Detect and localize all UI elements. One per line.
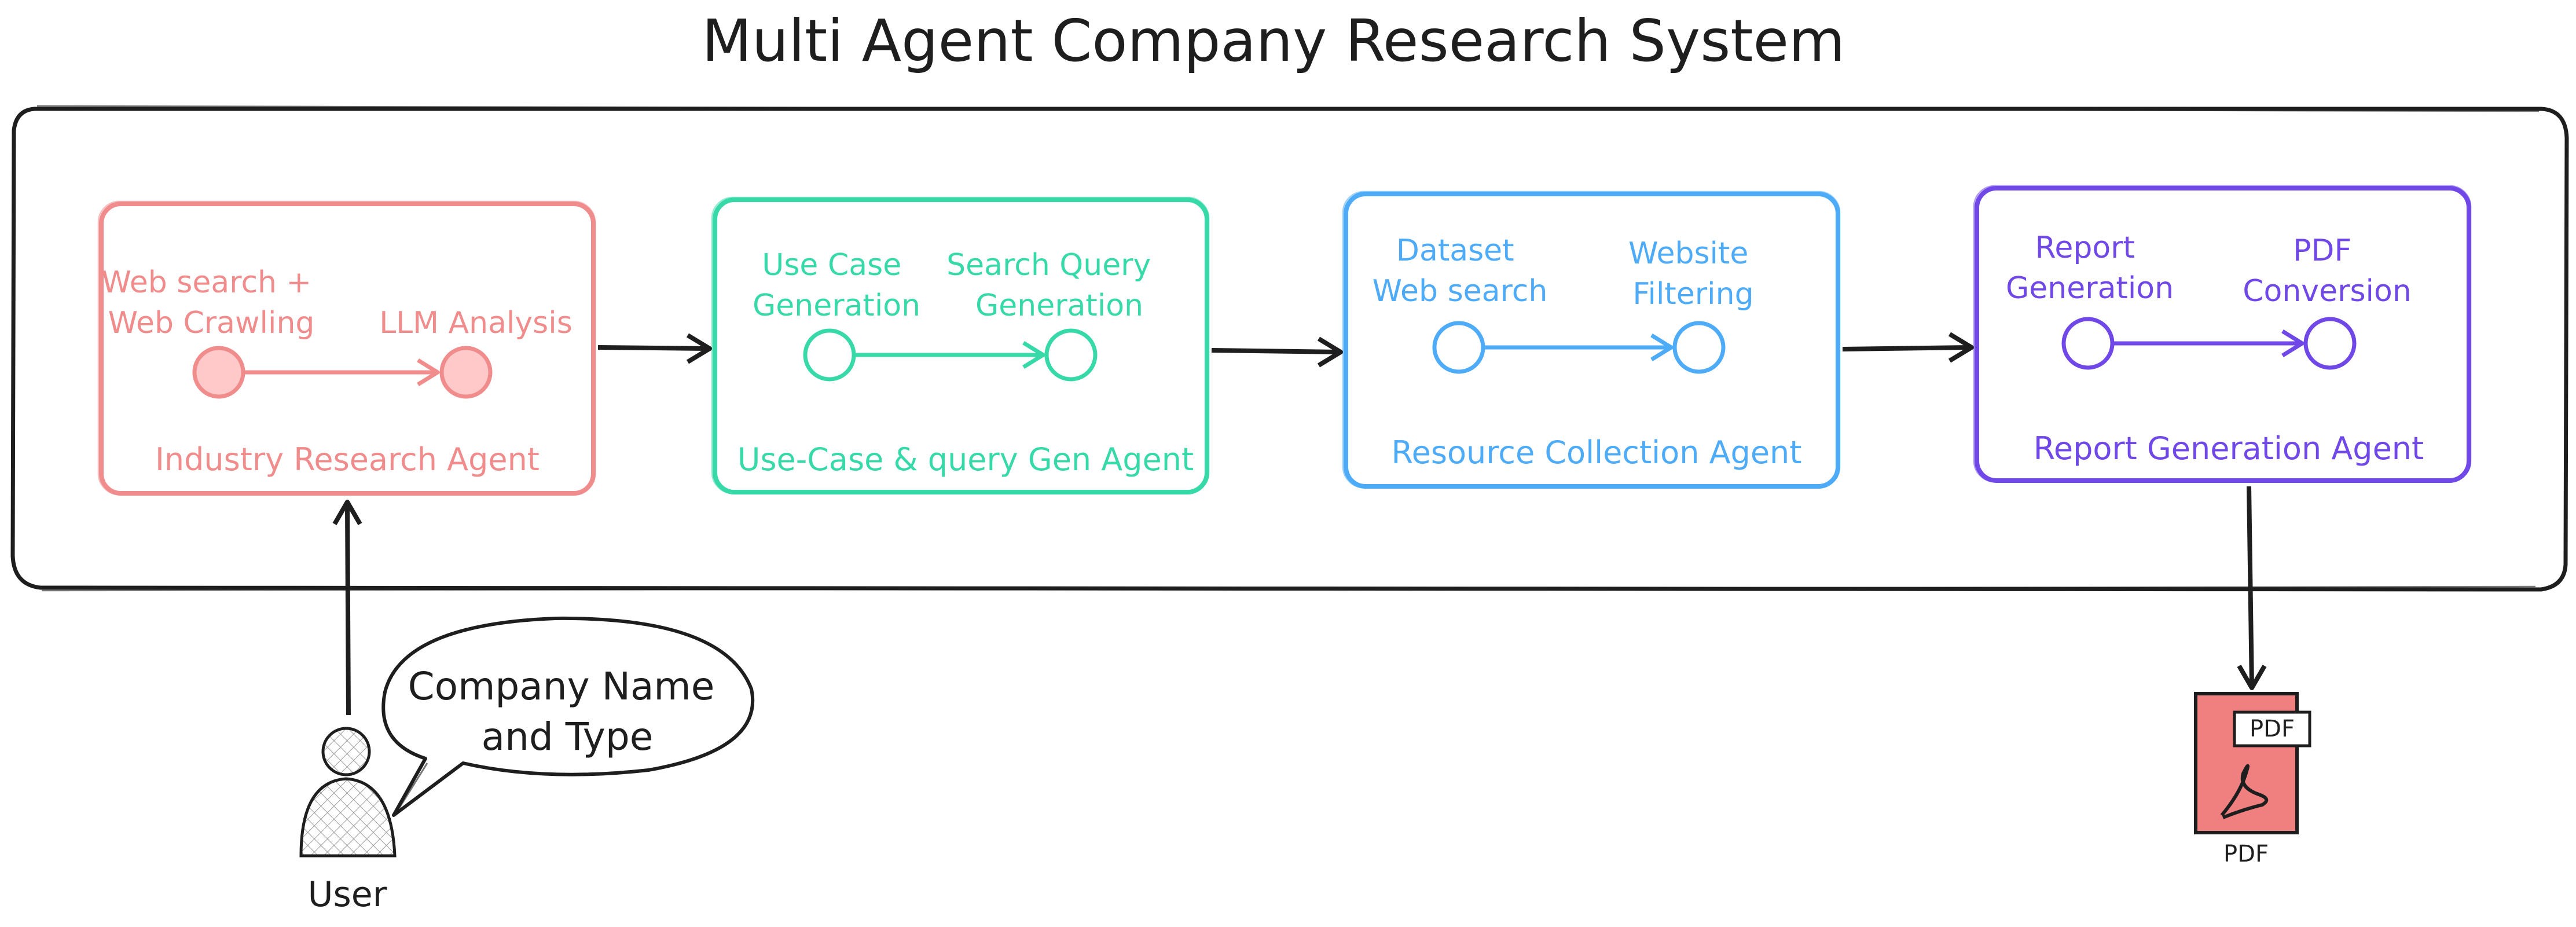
resource-collection-agent-box [1344,192,1840,489]
step-node [1432,321,1485,374]
resource-collection-agent: Dataset Web search Website Filtering Res… [1342,190,1841,489]
speech-text: Company Name and Type [408,664,727,759]
step-report-generation: Report Generation [2006,230,2174,306]
user-label: User [308,874,387,915]
connector-arrowhead [1317,336,1343,368]
report-generation-agent-box [1975,186,2471,483]
step-dataset-web-search: Dataset Web search [1373,233,1548,309]
user-input-arrow [332,500,362,716]
speech-bubble: Company Name and Type [381,616,755,817]
output-arrow [2237,486,2267,690]
user-icon [299,727,397,858]
pdf-file-icon: PDF [2194,692,2311,834]
agent-label: Resource Collection Agent [1392,434,1802,471]
agent-label: Industry Research Agent [155,441,540,478]
step-llm-analysis: LLM Analysis [379,306,573,340]
step-node [439,346,493,399]
usecase-query-agent: Use Case Generation Search Query Generat… [711,196,1210,494]
step-use-case-generation: Use Case Generation [753,248,920,323]
step-node [1672,321,1726,374]
usecase-query-agent-box [713,197,1209,494]
agent-label: Use-Case & query Gen Agent [737,441,1194,478]
pdf-badge: PDF [2250,716,2295,742]
agent-label: Report Generation Agent [2034,430,2424,467]
industry-research-agent-box [99,201,596,496]
connector-arrowhead [686,333,712,364]
step-web-search-crawling: Web search + Web Crawling [101,265,321,340]
pdf-output: PDF PDF [2194,692,2311,867]
connector-arrow [597,345,708,351]
connector-arrow [1211,348,1339,354]
system-container [10,105,2569,592]
agent-connectors [597,332,1974,368]
user: User [299,727,397,915]
diagram-title: Multi Agent Company Research System [702,7,1845,75]
connector-arrowhead [1948,332,1974,363]
step-website-filtering: Website Filtering [1628,236,1758,312]
step-node [192,346,245,399]
step-node [2061,317,2115,370]
step-node [1044,328,1098,382]
industry-research-agent: Web search + Web Crawling LLM Analysis I… [97,200,596,496]
pdf-label: PDF [2223,841,2269,867]
connector-arrow [1842,345,1970,351]
report-generation-agent: Report Generation PDF Conversion Report … [1973,185,2472,483]
step-node [2303,317,2357,370]
step-pdf-conversion: PDF Conversion [2243,233,2412,309]
step-node [803,328,856,382]
step-search-query-generation: Search Query Generation [946,248,1161,323]
